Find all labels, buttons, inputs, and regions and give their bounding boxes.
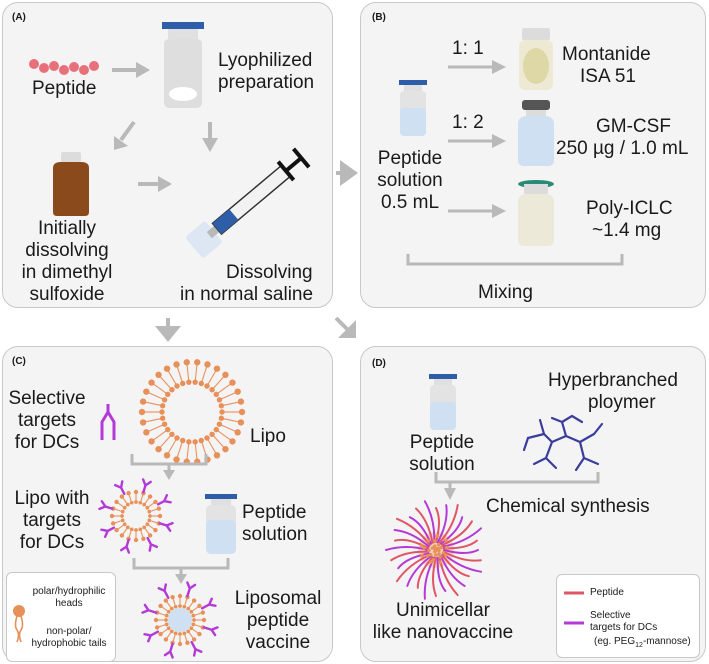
polyiclc-line1: Poly-ICLC xyxy=(586,198,673,219)
syringe-icon xyxy=(186,147,311,258)
arrow-icon xyxy=(334,316,356,338)
target-icon xyxy=(100,404,116,440)
arrow-icon xyxy=(336,160,358,186)
selective-line3: for DCs xyxy=(14,432,80,453)
target-line-icon xyxy=(564,621,584,625)
chemical-synthesis-label: Chemical synthesis xyxy=(486,496,650,517)
hyperbranched-line1: Hyperbranched xyxy=(548,370,678,391)
panel-c-label: (C) xyxy=(12,356,26,367)
arrow-icon xyxy=(448,134,506,148)
legend-tails-line1: non-polar/ xyxy=(46,626,92,637)
dissolving-line2: in normal saline xyxy=(180,284,314,305)
initially-line4: sulfoxide xyxy=(29,284,105,305)
liposomal-line1: Liposomal xyxy=(234,588,322,609)
legend-peg-sub: 12 xyxy=(635,642,643,649)
c-peptide-line2: solution xyxy=(242,524,308,545)
selective-line2: targets xyxy=(17,410,77,431)
montanide-line2: ISA 51 xyxy=(580,66,636,87)
arrow-icon xyxy=(114,120,136,150)
vial-icon xyxy=(205,494,237,554)
d-legend xyxy=(556,574,700,658)
c-legend xyxy=(6,572,116,662)
vial-icon xyxy=(429,374,457,430)
legend-heads-line1: polar/hydrophilic xyxy=(32,586,106,597)
brown-bottle-icon xyxy=(53,152,89,216)
panel-a-label: (A) xyxy=(12,12,26,23)
arrow-icon xyxy=(155,318,181,342)
lipo-with-line3: for DCs xyxy=(19,532,85,553)
selective-line1: Selective xyxy=(8,388,86,409)
liposomal-vaccine-icon xyxy=(141,581,219,659)
b-peptide-line1: Peptide xyxy=(377,148,443,169)
liposome-icon xyxy=(138,359,246,465)
b-peptide-line3: 0.5 mL xyxy=(380,192,440,213)
polyiclc-line2: ~1.4 mg xyxy=(592,220,662,241)
unimicellar-line2: like nanovaccine xyxy=(372,622,514,643)
bracket-icon xyxy=(434,472,600,500)
liposomal-line3: vaccine xyxy=(245,632,311,653)
bracket-icon xyxy=(130,454,208,480)
initially-line1: Initially xyxy=(37,218,97,239)
polyiclc-vial-icon xyxy=(518,180,554,246)
legend-peg-suffix: -mannose) xyxy=(642,636,691,647)
legend-targets-line2: targets for DCs xyxy=(590,622,658,633)
montanide-vial-icon xyxy=(519,28,553,90)
lipo-with-line1: Lipo with xyxy=(14,488,90,509)
gmcsf-vial-icon xyxy=(518,100,554,166)
c-peptide-line1: Peptide xyxy=(242,502,307,523)
legend-peptide: Peptide xyxy=(590,587,624,598)
liposomal-line2: peptide xyxy=(246,610,310,631)
legend-targets-line1: Selective xyxy=(590,610,631,621)
mixing-bracket-icon xyxy=(406,254,624,266)
gmcsf-line1: GM-CSF xyxy=(596,116,671,137)
vial-icon xyxy=(399,80,427,136)
lipo-with-line2: targets xyxy=(22,510,82,531)
lyophilized-line2: preparation xyxy=(218,72,315,93)
gmcsf-line2: 250 µg / 1.0 mL xyxy=(556,138,689,159)
vial-icon xyxy=(162,22,204,108)
lyophilized-line1: Lyophilized xyxy=(218,50,313,71)
initially-line2: dissolving xyxy=(25,240,109,261)
peptide-chain-icon xyxy=(29,59,99,75)
d-peptide-line2: solution xyxy=(409,454,475,475)
arrow-icon xyxy=(448,60,506,74)
montanide-line1: Montanide xyxy=(562,44,651,65)
lipid-tail-icon xyxy=(14,615,24,643)
panel-b-label: (B) xyxy=(372,12,386,23)
bracket-icon xyxy=(132,558,230,584)
polymer-icon xyxy=(522,414,604,472)
arrow-icon xyxy=(202,122,218,152)
lipid-head-icon xyxy=(13,605,25,617)
unimicellar-line1: Unimicellar xyxy=(396,600,490,621)
hyperbranched-line2: ploymer xyxy=(588,392,656,413)
arrow-icon xyxy=(112,62,150,78)
panel-d-label: (D) xyxy=(372,358,386,369)
initially-line3: in dimethyl xyxy=(21,262,113,283)
d-peptide-line1: Peptide xyxy=(409,432,475,453)
nanovaccine-icon xyxy=(385,500,483,600)
b-peptide-line2: solution xyxy=(377,170,443,191)
liposome-with-targets-icon xyxy=(98,478,174,554)
dissolving-line1: Dissolving xyxy=(226,262,313,283)
ratio-1-1: 1: 1 xyxy=(452,38,484,59)
peptide-label: Peptide xyxy=(32,78,97,99)
legend-tails-line2: hydrophobic tails xyxy=(31,638,107,649)
ratio-1-2: 1: 2 xyxy=(452,112,484,133)
mixing-label: Mixing xyxy=(478,282,533,303)
legend-peg-prefix: (eg. PEG xyxy=(594,636,636,647)
lipo-label: Lipo xyxy=(250,426,286,447)
legend-heads-line2: heads xyxy=(55,598,83,609)
arrow-icon xyxy=(138,176,172,192)
legend-peg: (eg. PEG12-mannose) xyxy=(594,636,691,652)
peptide-line-icon xyxy=(564,591,584,595)
arrow-icon xyxy=(448,204,506,218)
